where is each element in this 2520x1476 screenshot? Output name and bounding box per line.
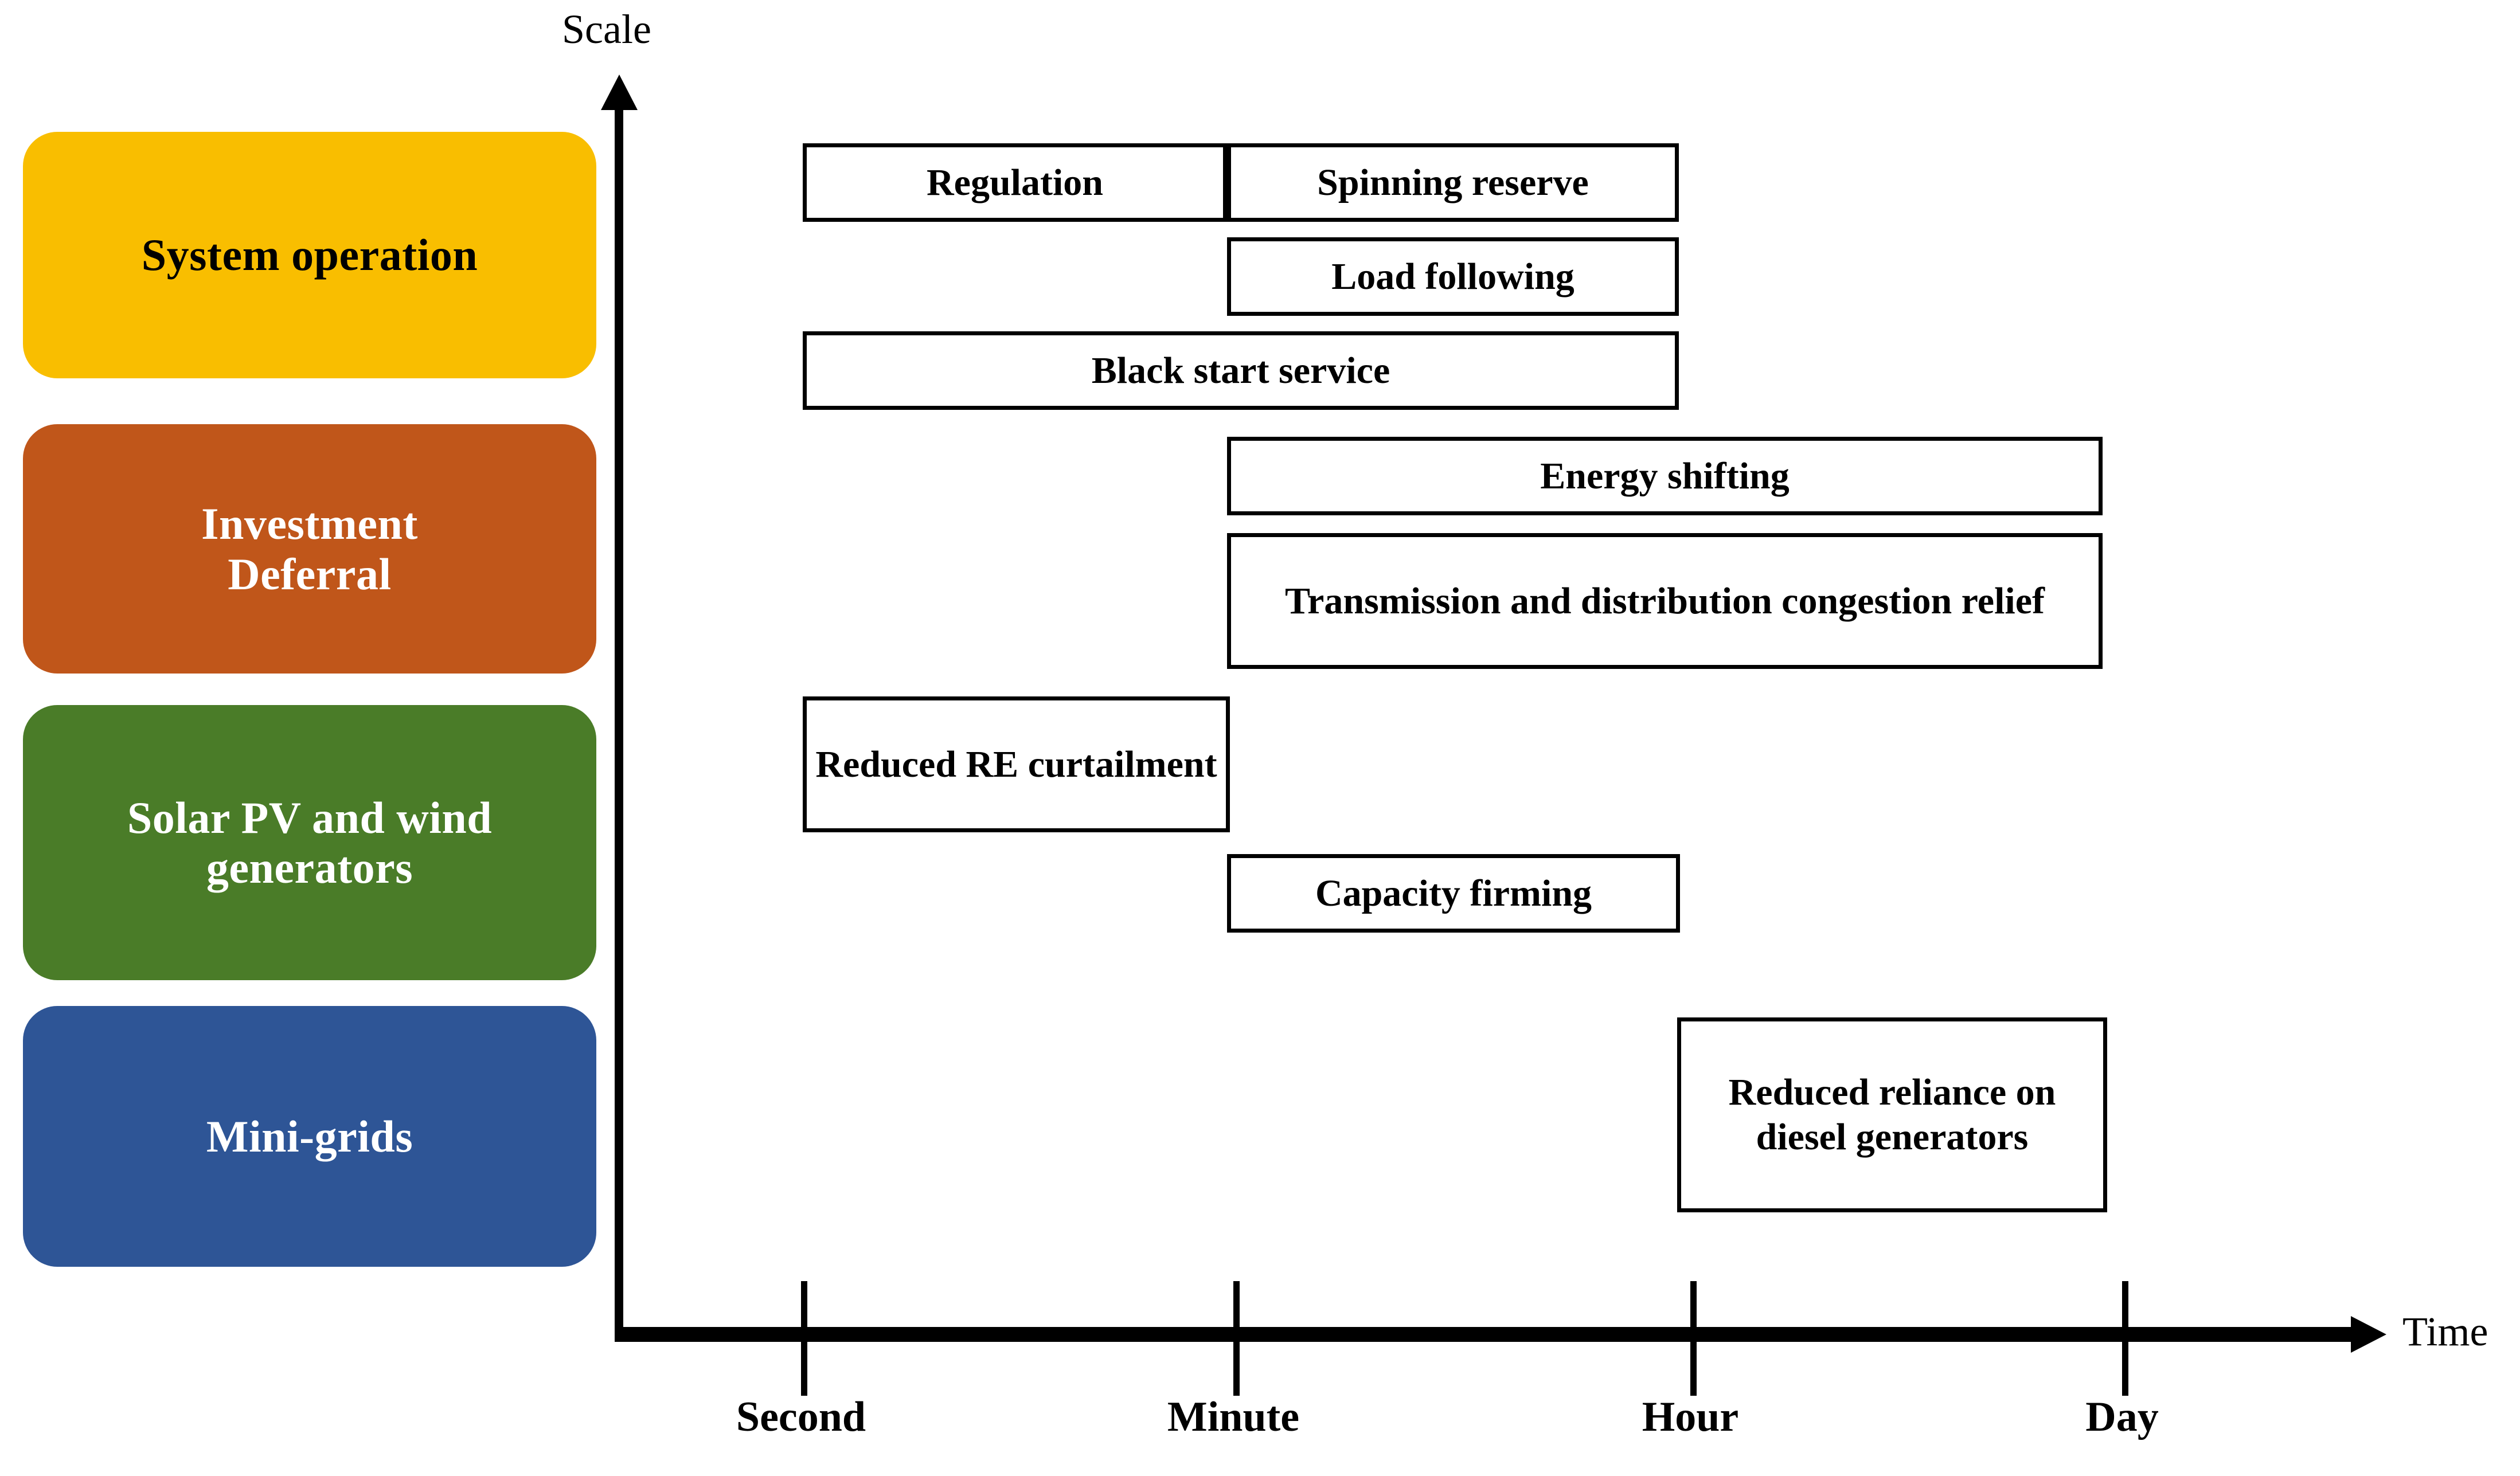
category-block-investment-deferral: Investment Deferral (23, 424, 596, 674)
service-box-spinning-reserve: Spinning reserve (1227, 143, 1679, 222)
category-block-solar-pv-and-wind-generators: Solar PV and wind generators (23, 705, 596, 980)
category-label: Mini-grids (206, 1111, 413, 1161)
x-tick-label-hour: Hour (1642, 1393, 1739, 1440)
y-axis-arrowhead (601, 75, 638, 110)
x-axis-arrowhead (2351, 1316, 2386, 1353)
service-label: Black start service (1091, 349, 1390, 391)
category-block-mini-grids: Mini-grids (23, 1006, 596, 1267)
category-label: System operation (141, 230, 478, 280)
service-box-load-following: Load following (1227, 237, 1679, 316)
service-box-reduced-re-curtailment: Reduced RE curtailment (803, 696, 1230, 832)
x-tick-hour (1690, 1281, 1697, 1396)
x-tick-label-second: Second (736, 1393, 866, 1440)
y-axis-label: Scale (562, 6, 651, 52)
y-axis-line (615, 109, 623, 1336)
service-label: Capacity firming (1315, 872, 1592, 914)
service-label: Reduced reliance on diesel generators (1728, 1071, 2056, 1158)
x-tick-second (801, 1281, 807, 1396)
service-box-capacity-firming: Capacity firming (1227, 854, 1680, 933)
category-label: Investment Deferral (201, 499, 418, 599)
service-box-transmission-and-distribution-congestion-relief: Transmission and distribution congestion… (1227, 533, 2103, 669)
x-axis-line (615, 1327, 2352, 1342)
x-tick-label-minute: Minute (1167, 1393, 1300, 1440)
x-axis-label: Time (2402, 1309, 2488, 1354)
service-box-energy-shifting: Energy shifting (1227, 437, 2103, 515)
service-label: Transmission and distribution congestion… (1284, 580, 2045, 622)
category-label: Solar PV and wind generators (127, 792, 493, 892)
service-box-regulation: Regulation (803, 143, 1227, 222)
x-tick-minute (1233, 1281, 1240, 1396)
service-label: Regulation (926, 161, 1104, 203)
category-block-system-operation: System operation (23, 132, 596, 378)
service-box-reduced-reliance-on-diesel-generators: Reduced reliance on diesel generators (1677, 1017, 2107, 1212)
service-label: Energy shifting (1540, 455, 1790, 497)
service-box-black-start-service: Black start service (803, 331, 1679, 410)
service-label: Spinning reserve (1317, 161, 1589, 203)
service-label: Load following (1331, 255, 1574, 297)
x-tick-day (2122, 1281, 2128, 1396)
service-label: Reduced RE curtailment (815, 743, 1217, 785)
x-tick-label-day: Day (2085, 1393, 2159, 1440)
